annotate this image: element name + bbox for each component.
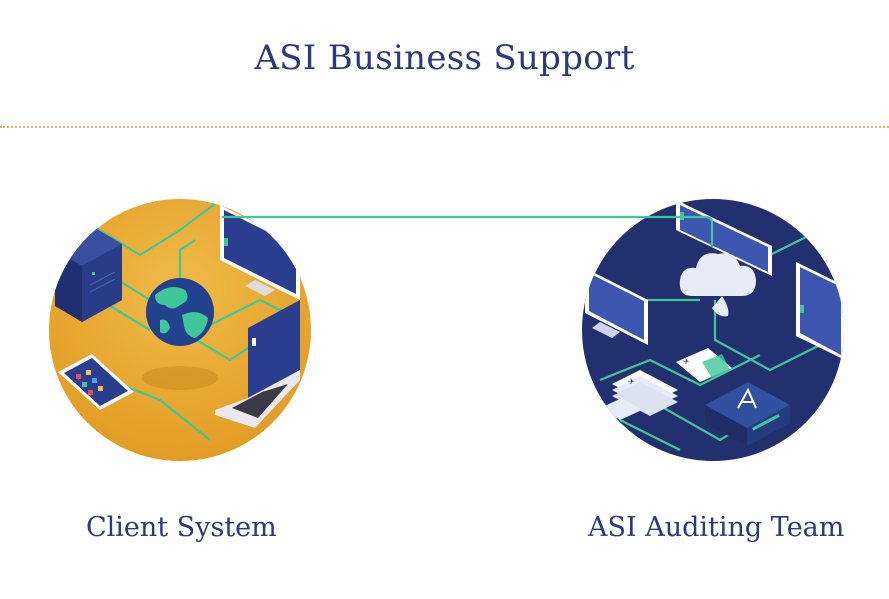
client-system-circle	[49, 199, 311, 461]
tablet-icon	[58, 354, 134, 410]
globe-icon	[146, 278, 214, 346]
divider	[0, 126, 889, 128]
laptop-icon	[215, 300, 300, 428]
document-icon: ✈	[600, 370, 678, 420]
page-title: ASI Business Support	[254, 38, 635, 78]
monitor-icon	[585, 268, 648, 345]
logo-box-icon	[705, 382, 790, 446]
svg-text:✈: ✈	[683, 357, 690, 366]
client-system-label: Client System	[86, 512, 277, 543]
auditing-team-circle: ✈ ✈	[582, 199, 844, 461]
certificate-icon: ✈	[676, 348, 732, 382]
svg-text:✈: ✈	[628, 377, 635, 386]
cloud-icon	[679, 253, 756, 317]
auditing-team-label: ASI Auditing Team	[588, 512, 845, 543]
monitor-icon	[796, 262, 844, 360]
monitor-icon	[220, 205, 300, 300]
connector-line	[222, 215, 714, 247]
